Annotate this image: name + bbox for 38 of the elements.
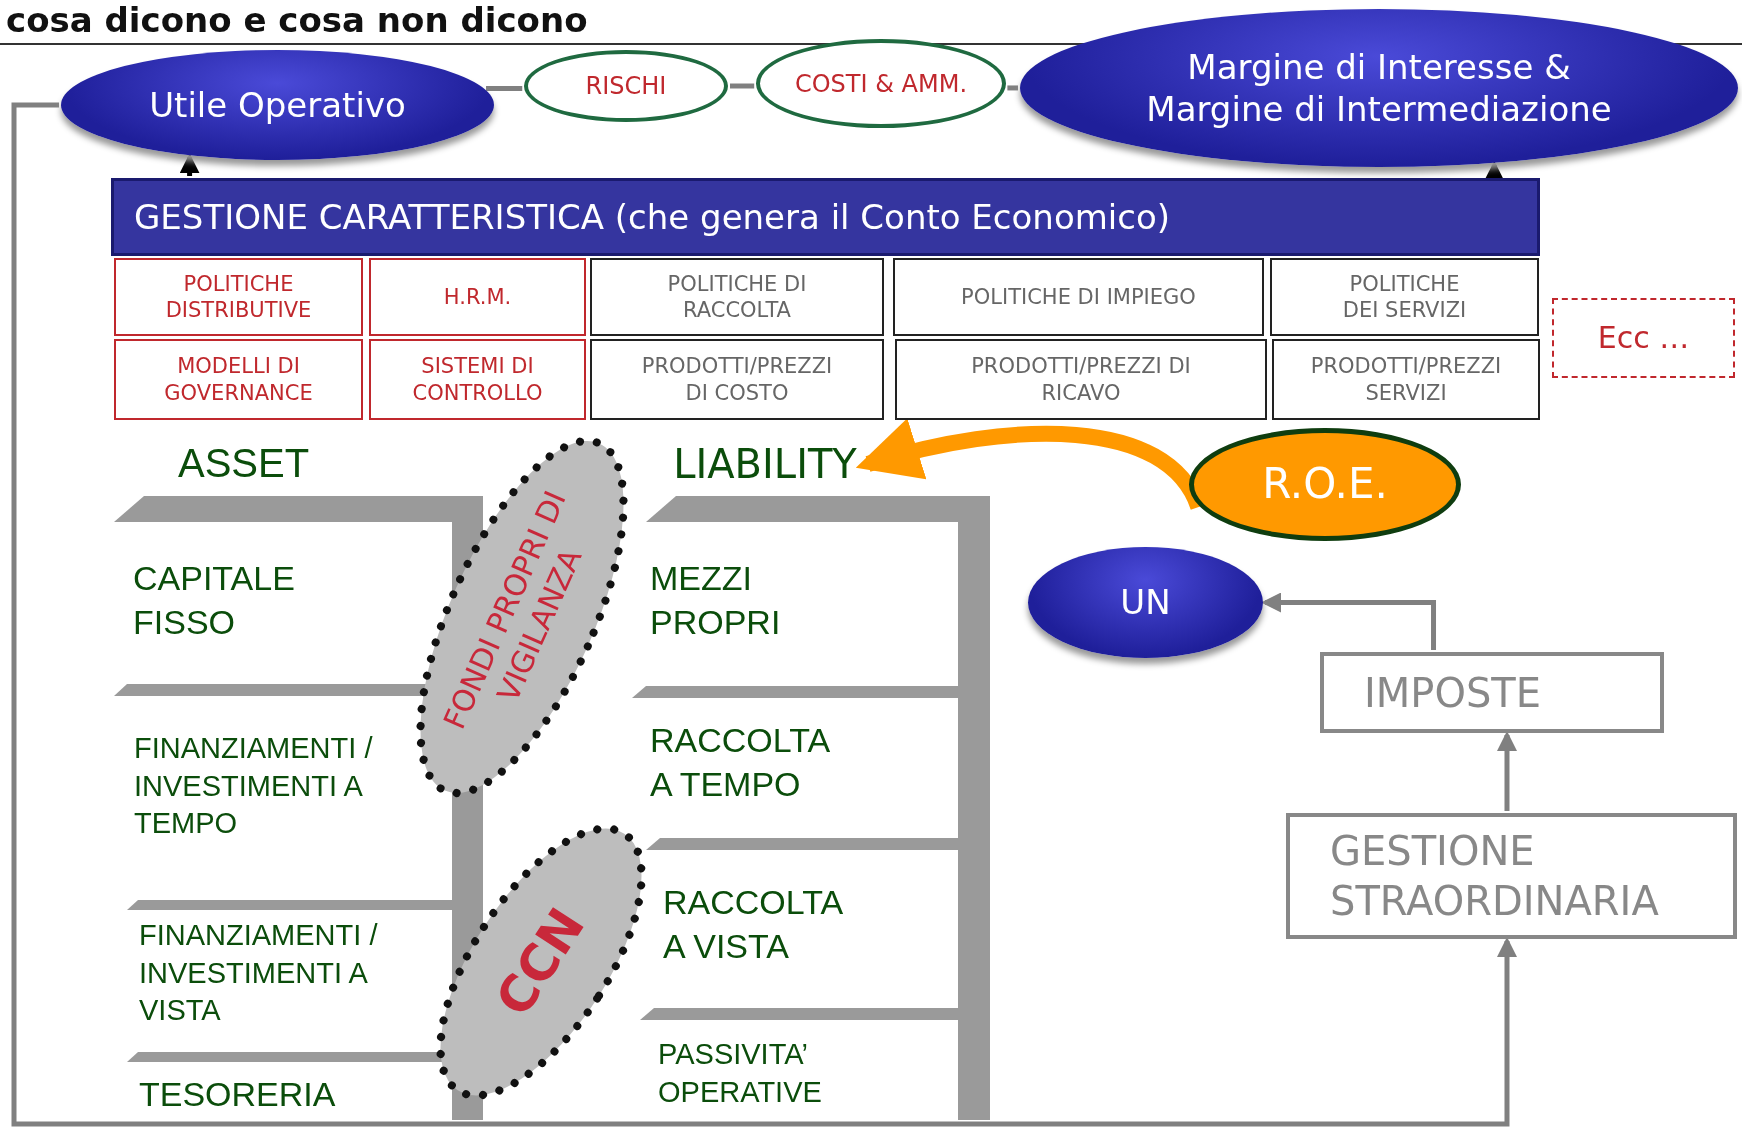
policy-box: POLITICHE DI IMPIEGO	[893, 258, 1264, 336]
policy-box: PRODOTTI/PREZZI DI RICAVO	[895, 339, 1267, 420]
liability-text: RACCOLTA A VISTA	[663, 882, 843, 968]
arrow	[1261, 592, 1436, 650]
ellipse-node: Margine di Interesse & Margine di Intermediazione	[1020, 9, 1738, 167]
connector-line	[730, 83, 755, 89]
ellipse-node: COSTI & AMM.	[756, 39, 1006, 128]
asset-text: TESORERIA	[139, 1074, 337, 1115]
asset-text: FINANZIAMENTI / INVESTIMENTI A VISTA	[139, 918, 379, 1029]
arrow	[1497, 731, 1517, 811]
policy-box: SISTEMI DI CONTROLLO	[369, 339, 586, 420]
ellipse-node: Utile Operativo	[61, 50, 494, 160]
heading-text: ASSET	[178, 440, 311, 487]
policy-box: PRODOTTI/PREZZI DI COSTO	[590, 339, 884, 420]
ellipse-node: RISCHI	[524, 50, 728, 122]
asset-text: FINANZIAMENTI / INVESTIMENTI A TEMPO	[134, 731, 374, 842]
header-band: GESTIONE CARATTERISTICA (che genera il Conto Economico)	[111, 178, 1540, 256]
policy-box: MODELLI DI GOVERNANCE	[114, 339, 363, 420]
ellipse-node: UN	[1028, 547, 1263, 658]
slide-title: cosa dicono e cosa non dicono	[6, 0, 588, 40]
arrow	[11, 102, 1517, 1127]
asset-text: CAPITALE FISSO	[133, 558, 296, 644]
policy-box: H.R.M.	[369, 258, 586, 336]
policy-box: POLITICHE DI RACCOLTA	[590, 258, 884, 336]
ellipse-node: R.O.E.	[1189, 428, 1461, 541]
text-box: IMPOSTE	[1320, 652, 1664, 733]
text-box: GESTIONE STRAORDINARIA	[1286, 813, 1737, 939]
heading-text: LIABILITY	[670, 441, 860, 487]
policy-box: POLITICHE DEI SERVIZI	[1270, 258, 1539, 336]
dashed-box: Ecc …	[1552, 298, 1735, 378]
policy-box: POLITICHE DISTRIBUTIVE	[114, 258, 363, 336]
liability-text: RACCOLTA A TEMPO	[650, 720, 830, 806]
policy-box: PRODOTTI/PREZZI SERVIZI	[1272, 339, 1540, 420]
arrow	[179, 153, 200, 176]
connector-line	[486, 86, 523, 91]
liability-text: MEZZI PROPRI	[650, 558, 782, 644]
liability-text: PASSIVITA’ OPERATIVE	[658, 1037, 823, 1110]
connector-line	[1007, 85, 1018, 91]
